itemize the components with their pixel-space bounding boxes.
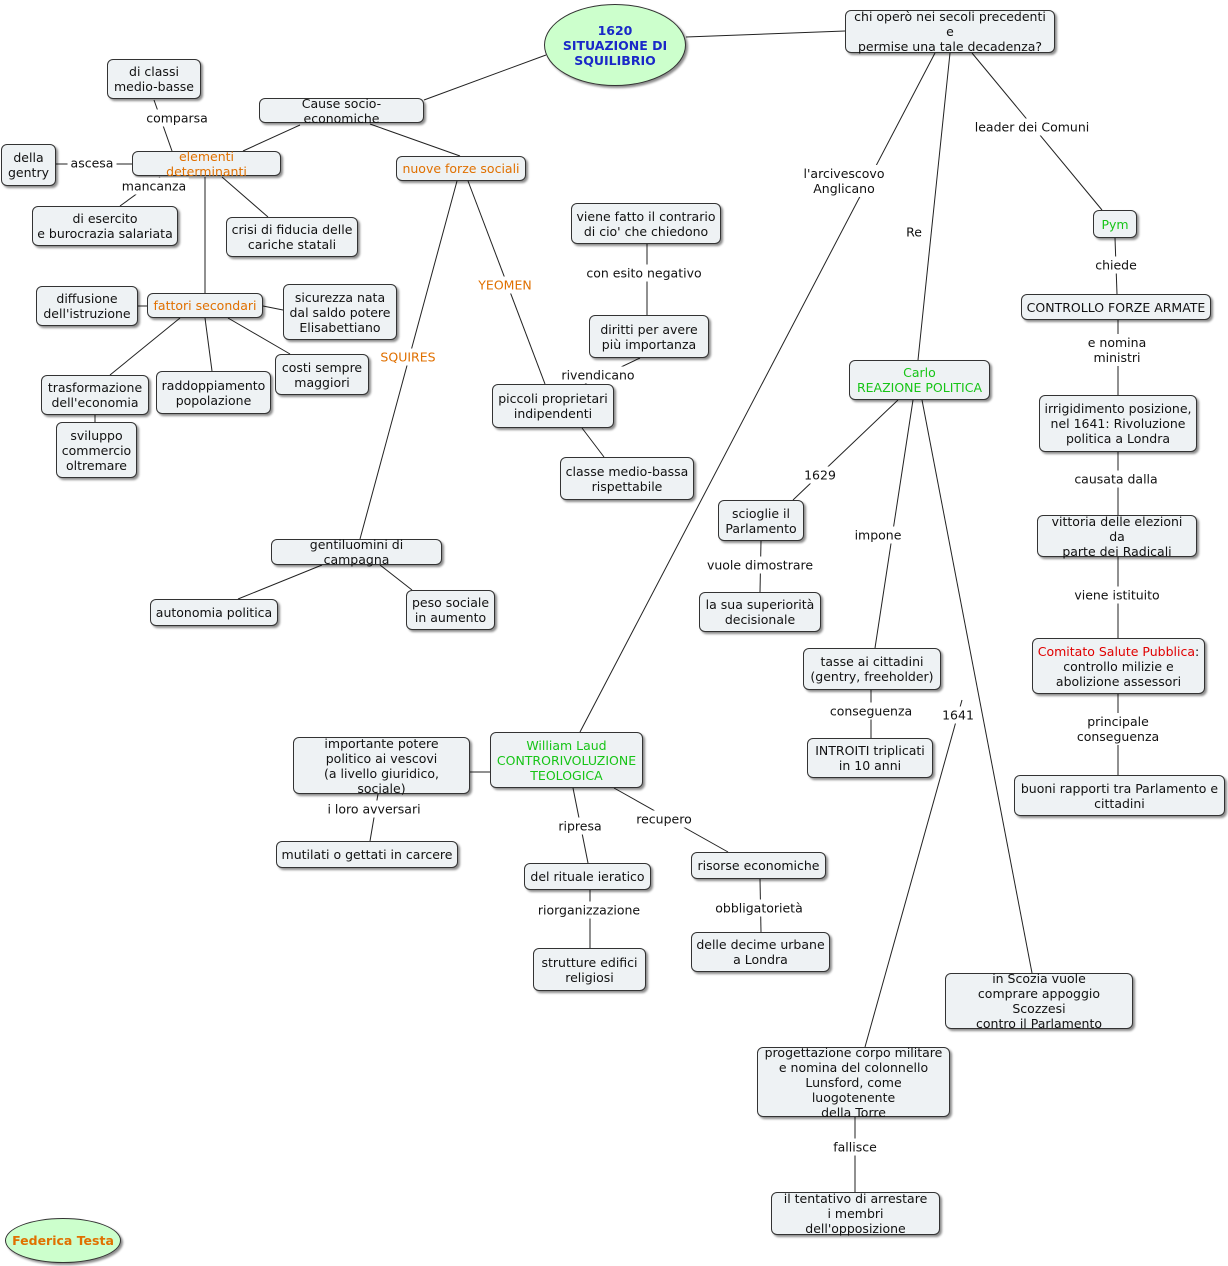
scioglie-node[interactable]: scioglie il Parlamento <box>718 500 804 541</box>
label-arcivescovo: l'arcivescovo Anglicano <box>800 165 888 197</box>
superiorita-node[interactable]: la sua superiorità decisionale <box>699 592 821 632</box>
label-squires: SQUIRES <box>377 348 439 366</box>
label-recupero: recupero <box>633 810 695 828</box>
connector-line <box>204 317 213 372</box>
classe-media-node[interactable]: classe medio-bassa rispettabile <box>560 457 694 500</box>
connector-line <box>423 54 547 101</box>
scozia-node[interactable]: in Scozia vuole comprare appoggio Scozze… <box>945 971 1133 1031</box>
diffusione-node[interactable]: diffusione dell'istruzione <box>36 286 138 326</box>
introiti-node[interactable]: INTROITI triplicati in 10 anni <box>807 738 933 778</box>
importante-node[interactable]: importante potere politico ai vescovi (a… <box>293 736 470 796</box>
label-ripresa: ripresa <box>555 817 605 835</box>
connector-line <box>237 564 323 600</box>
label-causata: causata dalla <box>1071 470 1161 488</box>
laud-node[interactable]: William Laud CONTRORIVOLUZIONE TEOLOGICA <box>490 732 643 788</box>
rituale-node[interactable]: del rituale ieratico <box>524 863 651 890</box>
label-fallisce: fallisce <box>830 1138 880 1156</box>
costi-node[interactable]: costi sempre maggiori <box>275 354 369 395</box>
buoni-node[interactable]: buoni rapporti tra Parlamento e cittadin… <box>1014 775 1225 816</box>
label-avversari: i loro avversari <box>324 800 424 818</box>
connector-line <box>581 427 605 458</box>
nuove-node[interactable]: nuove forze sociali <box>396 156 526 181</box>
risorse-node[interactable]: risorse economiche <box>691 852 826 879</box>
tasse-node[interactable]: tasse ai cittadini (gentry, freeholder) <box>803 648 941 690</box>
strutture-node[interactable]: strutture edifici religiosi <box>533 948 646 991</box>
label-mancanza: mancanza <box>118 177 190 195</box>
peso-node[interactable]: peso sociale in aumento <box>406 590 495 630</box>
label-yeomen: YEOMEN <box>475 276 535 294</box>
label-ascesa: ascesa <box>67 154 117 172</box>
connector-line <box>685 30 846 38</box>
cause-node[interactable]: Cause socio-economiche <box>259 96 424 126</box>
label-rivendicano: rivendicano <box>558 366 638 384</box>
label-con-esito: con esito negativo <box>583 264 705 282</box>
comitato-node[interactable]: Comitato Salute Pubblica: controllo mili… <box>1032 638 1205 694</box>
label-principale: principale conseguenza <box>1063 713 1173 745</box>
diritti-node[interactable]: diritti per avere più importanza <box>589 315 709 358</box>
trasformazione-node[interactable]: trasformazione dell'economia <box>41 375 149 415</box>
connector-line <box>379 564 413 591</box>
tentativo-node[interactable]: il tentativo di arrestare i membri dell'… <box>771 1191 940 1236</box>
sicurezza-node[interactable]: sicurezza nata dal saldo potere Elisabet… <box>283 284 397 340</box>
progettazione-node[interactable]: progettazione corpo militare e nomina de… <box>757 1045 950 1120</box>
gentiluomini-node[interactable]: gentiluomini di campagna <box>271 537 442 567</box>
comitato-text: : controllo milizie e abolizione assesso… <box>1055 643 1200 689</box>
label-leader: leader dei Comuni <box>971 118 1093 136</box>
label-1641: 1641 <box>939 706 977 724</box>
sviluppo-node[interactable]: sviluppo commercio oltremare <box>56 422 137 478</box>
controllo-node[interactable]: CONTROLLO FORZE ARMATE <box>1021 294 1211 320</box>
viene-fatto-node[interactable]: viene fatto il contrario di cio' che chi… <box>571 203 721 244</box>
connector-line <box>109 317 181 376</box>
irrigidimento-node[interactable]: irrigidimento posizione, nel 1641: Rivol… <box>1039 395 1197 452</box>
label-obbligatorieta: obbligatorietà <box>712 899 806 917</box>
label-impone: impone <box>851 526 905 544</box>
autonomia-node[interactable]: autonomia politica <box>150 599 278 626</box>
connector-line <box>917 52 951 361</box>
connector-line <box>921 399 1033 974</box>
label-istituito: viene istituito <box>1071 586 1163 604</box>
label-1629: 1629 <box>801 466 839 484</box>
connector-line <box>369 123 461 157</box>
center-node[interactable]: 1620 SITUAZIONE DI SQUILIBRIO <box>544 4 686 86</box>
connector-line <box>242 124 301 152</box>
comitato-title: Comitato Salute Pubblica <box>1037 643 1196 659</box>
label-re: Re <box>903 223 925 241</box>
elementi-node[interactable]: elementi determinanti <box>132 149 281 179</box>
classi-node[interactable]: di classi medio-basse <box>107 59 201 99</box>
label-conseguenza: conseguenza <box>826 702 916 720</box>
connector-line <box>792 399 899 501</box>
esercito-node[interactable]: di esercito e burocrazia salariata <box>32 206 178 246</box>
connector-line <box>864 699 963 1048</box>
connector-line <box>221 176 269 218</box>
pym-node[interactable]: Pym <box>1093 210 1137 238</box>
label-chiede: chiede <box>1092 256 1140 274</box>
vittoria-node[interactable]: vittoria delle elezioni da parte dei Rad… <box>1037 514 1197 559</box>
connector-line <box>874 399 914 649</box>
mutilati-node[interactable]: mutilati o gettati in carcere <box>276 841 458 868</box>
label-comparsa: comparsa <box>143 109 211 127</box>
crisi-node[interactable]: crisi di fiducia delle cariche statali <box>226 217 358 257</box>
carlo-node[interactable]: Carlo REAZIONE POLITICA <box>849 360 990 400</box>
author-node: Federica Testa <box>5 1218 121 1263</box>
gentry-node[interactable]: della gentry <box>1 144 56 186</box>
label-riorganizzazione: riorganizzazione <box>534 901 644 919</box>
label-nomina: e nomina ministri <box>1061 334 1173 366</box>
piccoli-node[interactable]: piccoli proprietari indipendenti <box>492 384 614 428</box>
connector-line <box>262 305 284 311</box>
decime-node[interactable]: delle decime urbane a Londra <box>691 932 830 972</box>
fattori-node[interactable]: fattori secondari <box>147 293 263 318</box>
label-vuole: vuole dimostrare <box>703 556 817 574</box>
raddoppiamento-node[interactable]: raddoppiamento popolazione <box>156 371 271 414</box>
connector-line <box>227 317 291 355</box>
question-node[interactable]: chi operò nei secoli precedenti e permis… <box>845 9 1055 54</box>
